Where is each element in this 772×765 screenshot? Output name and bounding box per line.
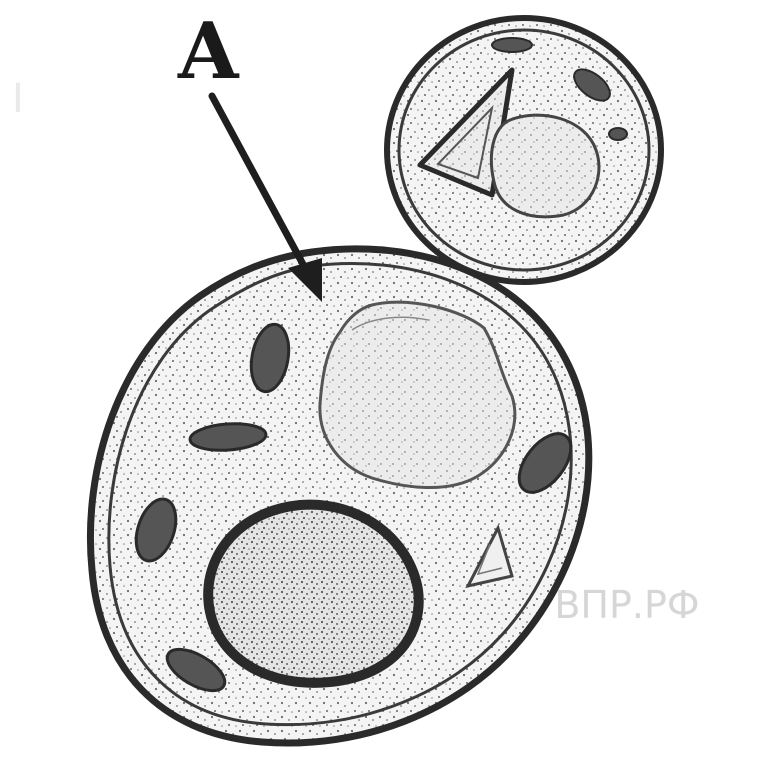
bud-cell [387, 18, 661, 282]
bud-nucleus [491, 115, 599, 217]
nucleus [320, 302, 515, 487]
watermark-fragment-top: I [12, 76, 24, 122]
mother-cell [90, 249, 588, 743]
vacuole [208, 505, 419, 683]
bud-organelle-top [492, 38, 532, 52]
bud-organelle-small [609, 128, 627, 140]
label-a: A [177, 6, 240, 97]
